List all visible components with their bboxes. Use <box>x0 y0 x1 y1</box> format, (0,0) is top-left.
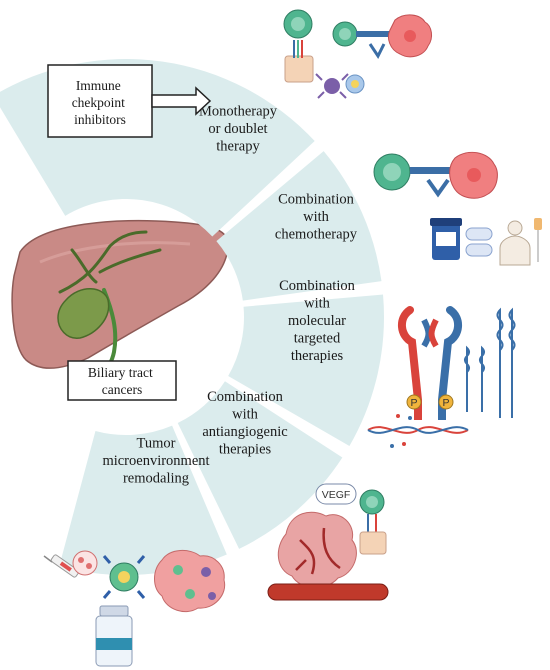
segment-label-line: therapies <box>291 348 344 364</box>
capsule-icon <box>465 243 493 257</box>
ici-line-1: Immune <box>76 78 121 93</box>
cell-cluster-icon <box>72 550 98 576</box>
segment-label-line: or doublet <box>208 121 267 137</box>
ici-arrow <box>151 86 212 116</box>
receptor-dimer-icon: P P <box>398 306 462 420</box>
segment-chemo <box>216 151 382 301</box>
tme-remodeling-icon <box>43 550 226 667</box>
apc-cell-icon <box>359 531 387 555</box>
ici-line-3: inhibitors <box>74 112 126 127</box>
segment-label-line: remodaling <box>123 471 189 487</box>
vegf-badge <box>315 483 357 505</box>
segment-label-line: antiangiogenic <box>202 424 287 440</box>
dna-strand-icon <box>367 414 469 448</box>
phosphate-label: P <box>442 397 449 409</box>
segment-label-line: with <box>303 209 330 225</box>
btc-label: Biliary tract cancers <box>88 365 156 397</box>
tumor-cluster-icon <box>154 550 226 612</box>
segment-label-line: Monotherapy <box>199 104 278 120</box>
vaccine-vial-icon <box>95 605 133 667</box>
segment-targeted <box>228 294 384 446</box>
segment-label-line: Tumor <box>137 436 176 452</box>
phosphate-icon <box>438 394 454 410</box>
btc-box <box>67 360 177 401</box>
segment-label-line: microenvironment <box>102 453 209 469</box>
capsule-icon <box>465 227 493 241</box>
tcell-tumor-icon-top <box>283 9 433 99</box>
segment-label-line: molecular <box>288 313 346 329</box>
segment-label-line: chemotherapy <box>275 227 358 243</box>
btc-line-1: Biliary tract <box>88 365 153 380</box>
segment-label-line: Combination <box>279 278 355 294</box>
dendritic-cell-icon <box>324 78 340 94</box>
bile-duct <box>58 230 162 294</box>
phosphate-icon <box>406 394 422 410</box>
blood-vessel-icon <box>267 583 389 601</box>
segment-label-line: targeted <box>294 331 341 347</box>
segment-label-line: with <box>304 296 331 312</box>
patient-iv-icon <box>499 235 531 266</box>
syringe-icon <box>43 554 80 578</box>
segment-label-line: with <box>232 406 259 422</box>
ici-label: Immune chekpoint inhibitors <box>72 78 129 127</box>
tumor-mass-icon <box>277 511 357 588</box>
btc-line-2: cancers <box>102 382 142 397</box>
chemotherapy-drugs-icon <box>430 218 542 266</box>
vegf-tumor-vessel-icon: VEGF <box>267 483 389 601</box>
receptor-coils-icon <box>464 307 516 418</box>
apc-cell-icon <box>284 55 314 83</box>
liver-illustration <box>11 219 229 382</box>
segment-label-line: Combination <box>207 389 283 405</box>
segment-label-line: Combination <box>278 192 354 208</box>
ici-line-2: chekpoint <box>72 95 125 110</box>
segment-angio <box>177 381 343 549</box>
ici-box <box>47 64 153 138</box>
ici-callout: Immune chekpoint inhibitors <box>47 64 212 138</box>
phosphate-label: P <box>410 397 417 409</box>
tcell-tumor-icon-middle <box>373 151 498 199</box>
btc-callout: Biliary tract cancers <box>67 360 177 401</box>
segment-label-line: therapies <box>219 441 272 457</box>
segment-label-line: therapy <box>216 139 260 155</box>
gallbladder <box>57 288 110 339</box>
vegf-label: VEGF <box>322 489 351 501</box>
segment-tme <box>59 425 227 575</box>
